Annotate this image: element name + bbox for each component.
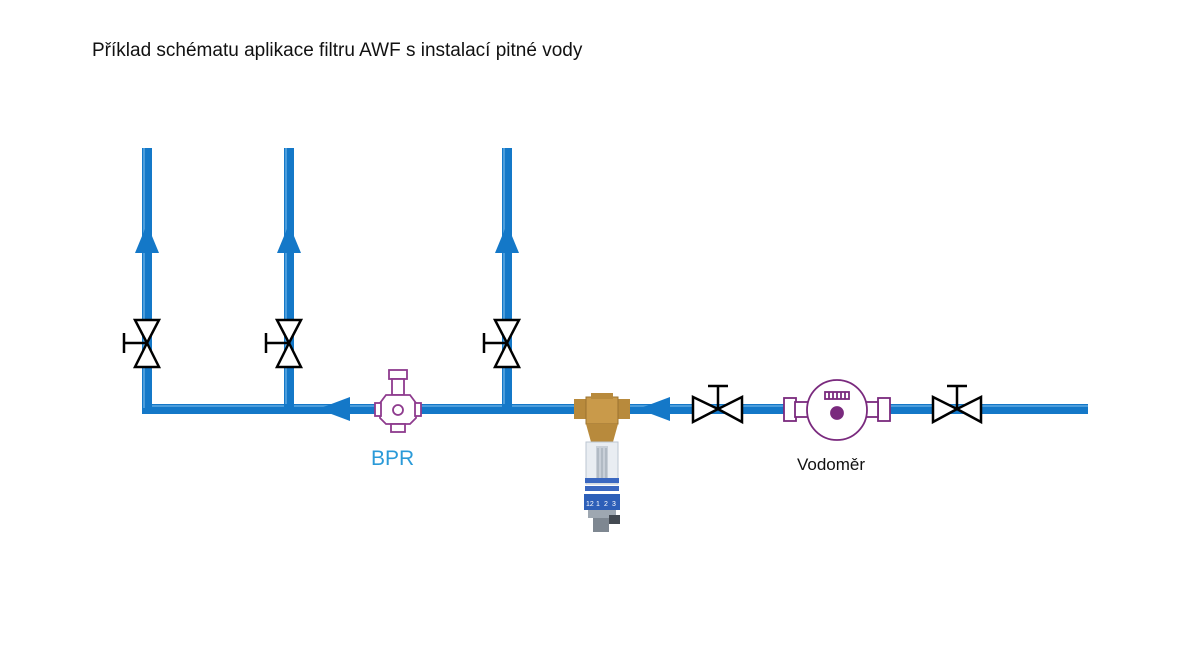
pipe-network <box>142 148 1088 414</box>
filter-scale: 12 1 2 3 <box>586 501 616 508</box>
branch-pipe-1 <box>142 148 152 414</box>
filter-scale-mark: 2 <box>604 501 608 508</box>
branch-pipe-2 <box>284 148 294 408</box>
water-meter-icon <box>783 379 891 441</box>
filter-scale-mark: 3 <box>612 501 616 508</box>
gate-valve-icon <box>122 318 162 369</box>
flow-arrow-left-2 <box>638 397 670 421</box>
bpr-label: BPR <box>371 447 414 470</box>
filter-scale-mark: 1 <box>596 501 600 508</box>
diagram-title: Příklad schématu aplikace filtru AWF s i… <box>92 40 583 61</box>
branch-pipe-3 <box>502 148 512 408</box>
gate-valve-icon <box>264 318 304 369</box>
flow-arrow-left-1 <box>318 397 350 421</box>
filter-scale-mark: 12 <box>586 501 594 508</box>
flow-arrow-up-1 <box>135 224 159 253</box>
gate-valve-icon <box>482 318 522 369</box>
flow-arrow-up-2 <box>277 224 301 253</box>
flow-arrow-up-3 <box>495 224 519 253</box>
gate-valve-icon <box>691 384 744 425</box>
pressure-reducer-icon <box>374 369 422 433</box>
gate-valve-icon <box>931 384 983 425</box>
water-meter-label: Vodoměr <box>797 455 865 474</box>
awf-filter-icon <box>574 393 630 532</box>
